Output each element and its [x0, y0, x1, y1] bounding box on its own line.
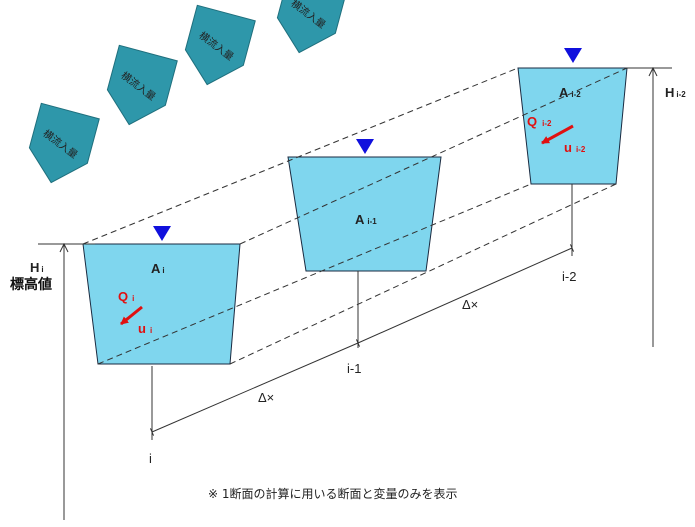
- station-label-i-minus-2: i-2: [562, 269, 576, 284]
- elevation-caption: 標高値: [10, 276, 52, 293]
- dashed-connectors: [82, 67, 628, 365]
- flow-arrow-i-minus-2: [541, 124, 574, 145]
- inflow-shape-3: 横流入量: [184, 4, 256, 86]
- left-elevation-reference: [38, 242, 95, 520]
- cross-section-i-minus-1: [287, 156, 442, 272]
- spacing-label-upper: Δ×: [462, 297, 478, 312]
- inflow-shape-2: 横流入量: [106, 44, 178, 126]
- spacing-dimension-lines: [149, 244, 575, 436]
- flow-arrow-i: [120, 305, 143, 326]
- spacing-label-lower: Δ×: [258, 390, 274, 405]
- inflow-shape-4: 横流入量: [276, 0, 348, 54]
- footnote: ※ 1断面の計算に用いる断面と変量のみを表示: [208, 486, 458, 501]
- station-label-i: i: [149, 451, 152, 466]
- station-label-i-minus-1: i-1: [347, 361, 361, 376]
- water-level-marker-i: [153, 226, 171, 241]
- cross-section-i: [82, 243, 241, 365]
- water-level-marker-i-minus-2: [564, 48, 582, 63]
- water-level-marker-i-minus-1: [356, 139, 374, 154]
- right-elevation-reference: [627, 66, 672, 347]
- inflow-shape-1: 横流入量: [28, 102, 100, 184]
